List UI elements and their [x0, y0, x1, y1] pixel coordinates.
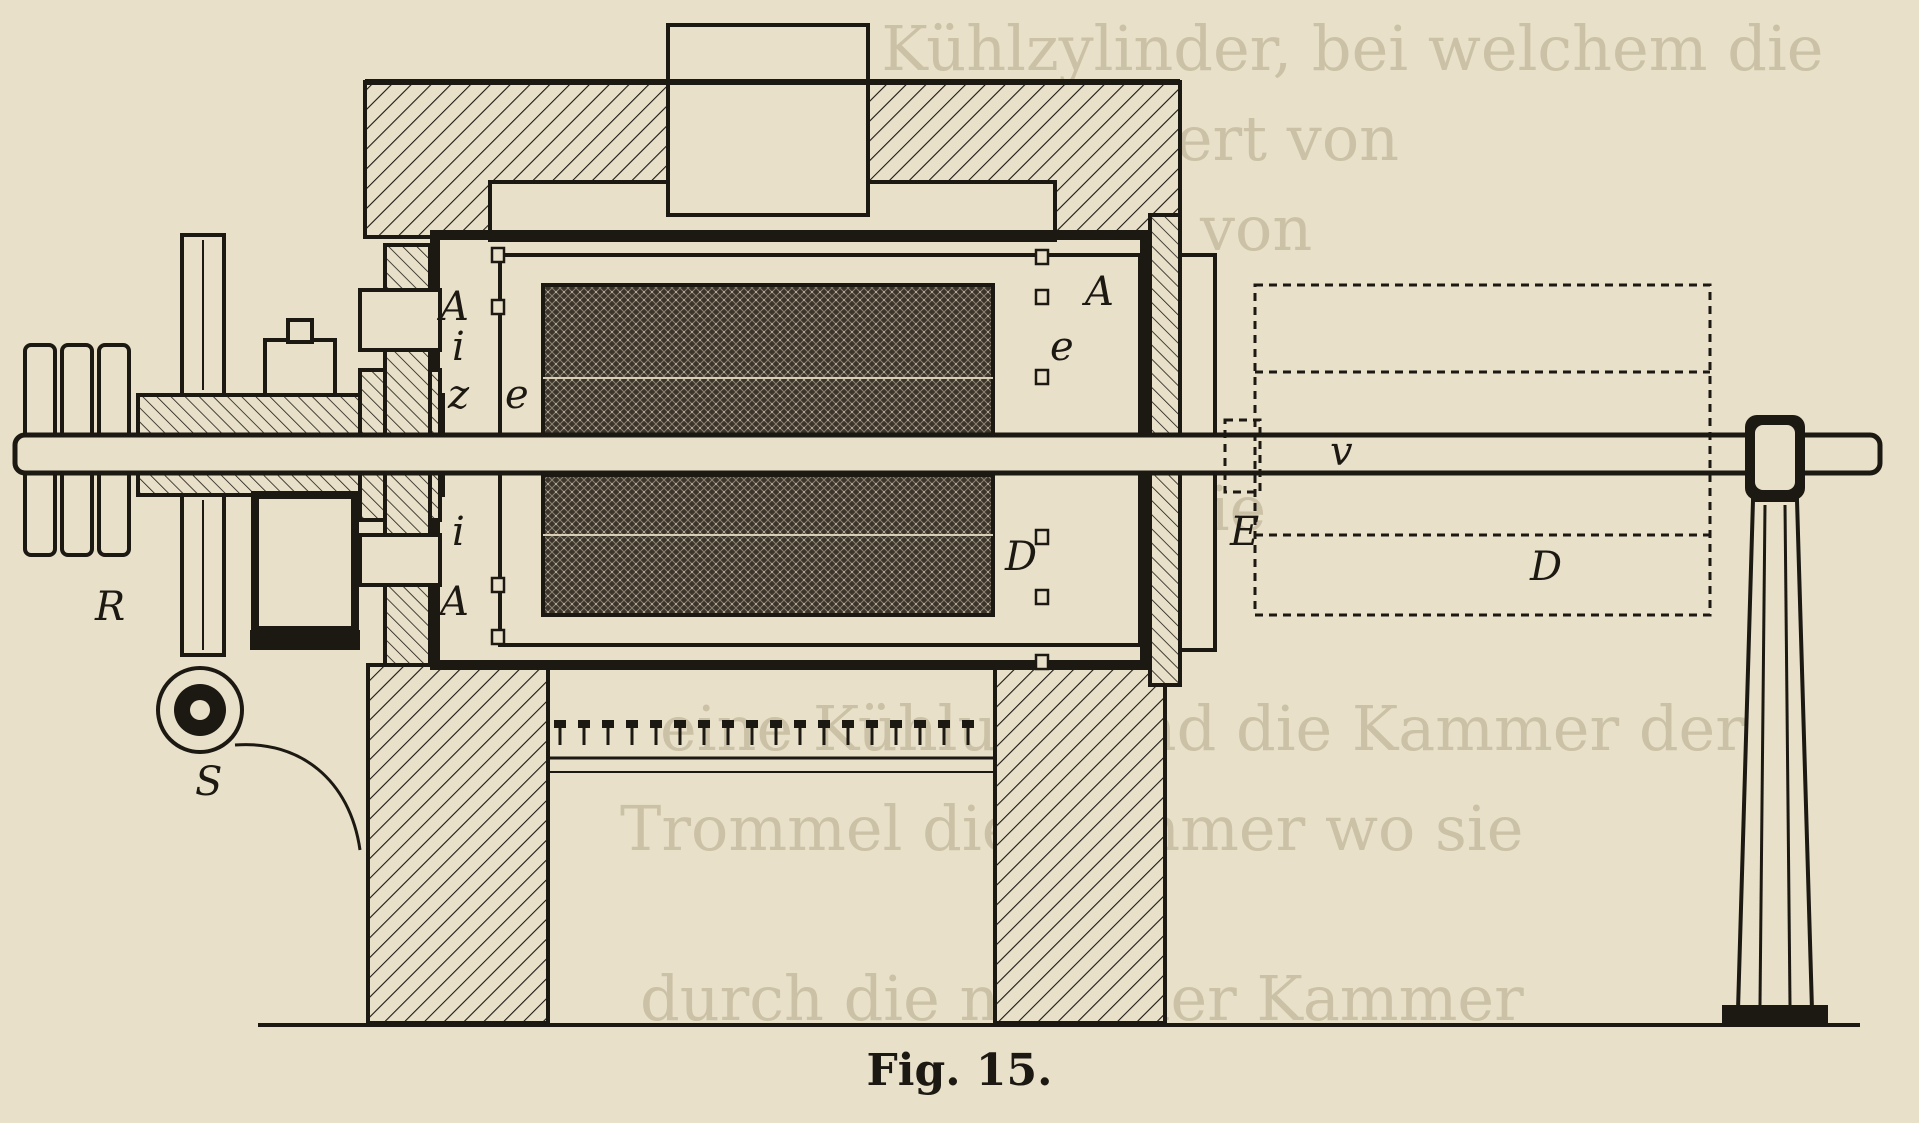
grate-tooth-head — [890, 720, 902, 728]
dotted-drum-outline — [1223, 283, 1712, 617]
main-shaft — [12, 432, 1883, 476]
grate-tooth-head — [914, 720, 926, 728]
label-a-top-right: A — [1081, 269, 1114, 315]
grate-tooth-head — [770, 720, 782, 728]
grate-tooth-head — [938, 720, 950, 728]
grate-tooth-head — [698, 720, 710, 728]
inner-drum — [541, 283, 995, 617]
rivets — [490, 246, 1050, 671]
label-e-left: e — [505, 372, 529, 418]
grate-tooth-head — [722, 720, 734, 728]
grate-tooth-head — [626, 720, 638, 728]
grate-tooth-head — [602, 720, 614, 728]
grate-tooth-head — [842, 720, 854, 728]
label-v-shaft: v — [1330, 429, 1353, 475]
svg-text:eine Kühlung und die Kammer de: eine Kühlung und die Kammer der — [660, 692, 1745, 765]
label-a-top-left: A — [436, 284, 469, 330]
label-d-drum: D — [1004, 534, 1037, 580]
grate-teeth — [554, 720, 974, 745]
grate-tooth-head — [818, 720, 830, 728]
svg-text:von: von — [1199, 192, 1312, 265]
label-a-bottom-left: A — [436, 579, 469, 625]
lower-housing — [366, 663, 1167, 1025]
grate-tooth-head — [962, 720, 974, 728]
label-z: z — [447, 372, 470, 418]
figure-caption: Fig. 15. — [866, 1045, 1053, 1096]
label-i-lower: i — [452, 509, 465, 555]
label-d-dotted: D — [1529, 544, 1562, 590]
roller — [156, 666, 362, 851]
label-s-roller: S — [195, 759, 222, 805]
label-i-upper: i — [452, 324, 465, 370]
grate-tooth-head — [554, 720, 566, 728]
right-stand — [1722, 415, 1828, 1025]
diagram-labels: A A A i i z e e D D v E R S — [94, 269, 1562, 805]
grate-tooth-head — [650, 720, 662, 728]
grate-tooth-head — [794, 720, 806, 728]
label-e-flange: E — [1229, 509, 1259, 555]
grate-tooth-head — [674, 720, 686, 728]
label-e-right: e — [1050, 324, 1074, 370]
grate-tooth-head — [746, 720, 758, 728]
label-r-pulley: R — [94, 584, 125, 630]
svg-text:Einen Kühlzylinder, bei welche: Einen Kühlzylinder, bei welchem die — [680, 12, 1823, 85]
grate-tooth-head — [866, 720, 878, 728]
grate-tooth-head — [578, 720, 590, 728]
